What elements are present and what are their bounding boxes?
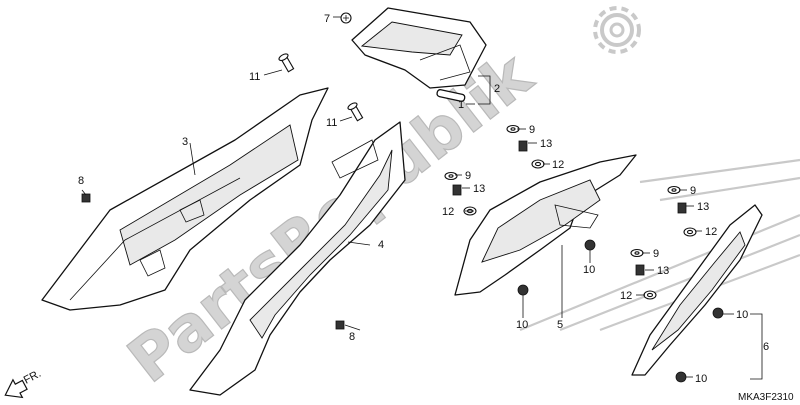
callout-12: 12: [552, 159, 564, 171]
callout-1: 1: [458, 99, 464, 111]
callout-13: 13: [697, 201, 709, 213]
grommet-12-icon[interactable]: [683, 227, 697, 237]
part-6-side-rail-lower-right[interactable]: [631, 204, 763, 376]
screw-11-icon[interactable]: [347, 102, 364, 122]
callout-11: 11: [326, 117, 337, 129]
callout-9: 9: [653, 248, 659, 260]
bolt-8-icon[interactable]: [81, 193, 91, 203]
grommet-12-icon[interactable]: [531, 159, 545, 169]
nut-10-icon[interactable]: [712, 307, 724, 319]
callout-2: 2: [494, 83, 500, 95]
washer-9-icon[interactable]: [667, 185, 681, 195]
bolt-13-icon[interactable]: [677, 202, 687, 214]
part-4-side-cover-left[interactable]: [189, 121, 406, 396]
bolt-8-icon[interactable]: [335, 320, 345, 330]
washer-9-icon[interactable]: [444, 171, 458, 181]
nut-10-icon[interactable]: [675, 371, 687, 383]
grommet-12-icon[interactable]: [643, 290, 657, 300]
callout-7: 7: [324, 13, 330, 25]
screw-7-icon[interactable]: [340, 12, 352, 24]
callout-13: 13: [657, 265, 669, 277]
front-direction-label: FR.: [22, 368, 43, 387]
washer-9-icon[interactable]: [630, 248, 644, 258]
part-1-rubber-cushion[interactable]: [436, 89, 466, 102]
callout-10: 10: [736, 309, 748, 321]
nut-10-icon[interactable]: [517, 284, 529, 296]
part-2-seat-cowl[interactable]: [351, 7, 487, 89]
callout-10: 10: [695, 373, 707, 385]
diagram-code: MKA3F2310: [738, 392, 794, 403]
callout-9: 9: [465, 170, 471, 182]
callout-13: 13: [540, 138, 552, 150]
callout-9: 9: [690, 185, 696, 197]
callout-labels: 7 11 11 2 1 3 8 8 4 9 13 12 9 13 12 5 10…: [78, 13, 769, 385]
bolt-13-icon[interactable]: [452, 184, 462, 196]
callout-12: 12: [620, 290, 632, 302]
callout-9: 9: [529, 124, 535, 136]
callout-11: 11: [249, 71, 260, 83]
part-3-rear-cover-left[interactable]: [41, 87, 329, 311]
callout-12: 12: [442, 206, 454, 218]
screw-11-icon[interactable]: [278, 53, 295, 73]
callout-10: 10: [583, 264, 595, 276]
callout-8: 8: [349, 331, 355, 343]
front-direction-arrow-icon: FR.: [4, 368, 43, 399]
gear-logo-icon: [593, 6, 641, 54]
callout-12: 12: [705, 226, 717, 238]
callout-13: 13: [473, 183, 485, 195]
callout-5: 5: [557, 319, 563, 331]
callout-6: 6: [763, 341, 769, 353]
nut-10-icon[interactable]: [584, 239, 596, 251]
callout-10: 10: [516, 319, 528, 331]
bolt-13-icon[interactable]: [518, 140, 528, 152]
callout-3: 3: [182, 136, 188, 148]
callout-8: 8: [78, 175, 84, 187]
part-5-side-rail-right[interactable]: [454, 154, 637, 296]
leader-lines: [81, 16, 763, 380]
bolt-13-icon[interactable]: [635, 264, 645, 276]
callout-4: 4: [378, 239, 384, 251]
